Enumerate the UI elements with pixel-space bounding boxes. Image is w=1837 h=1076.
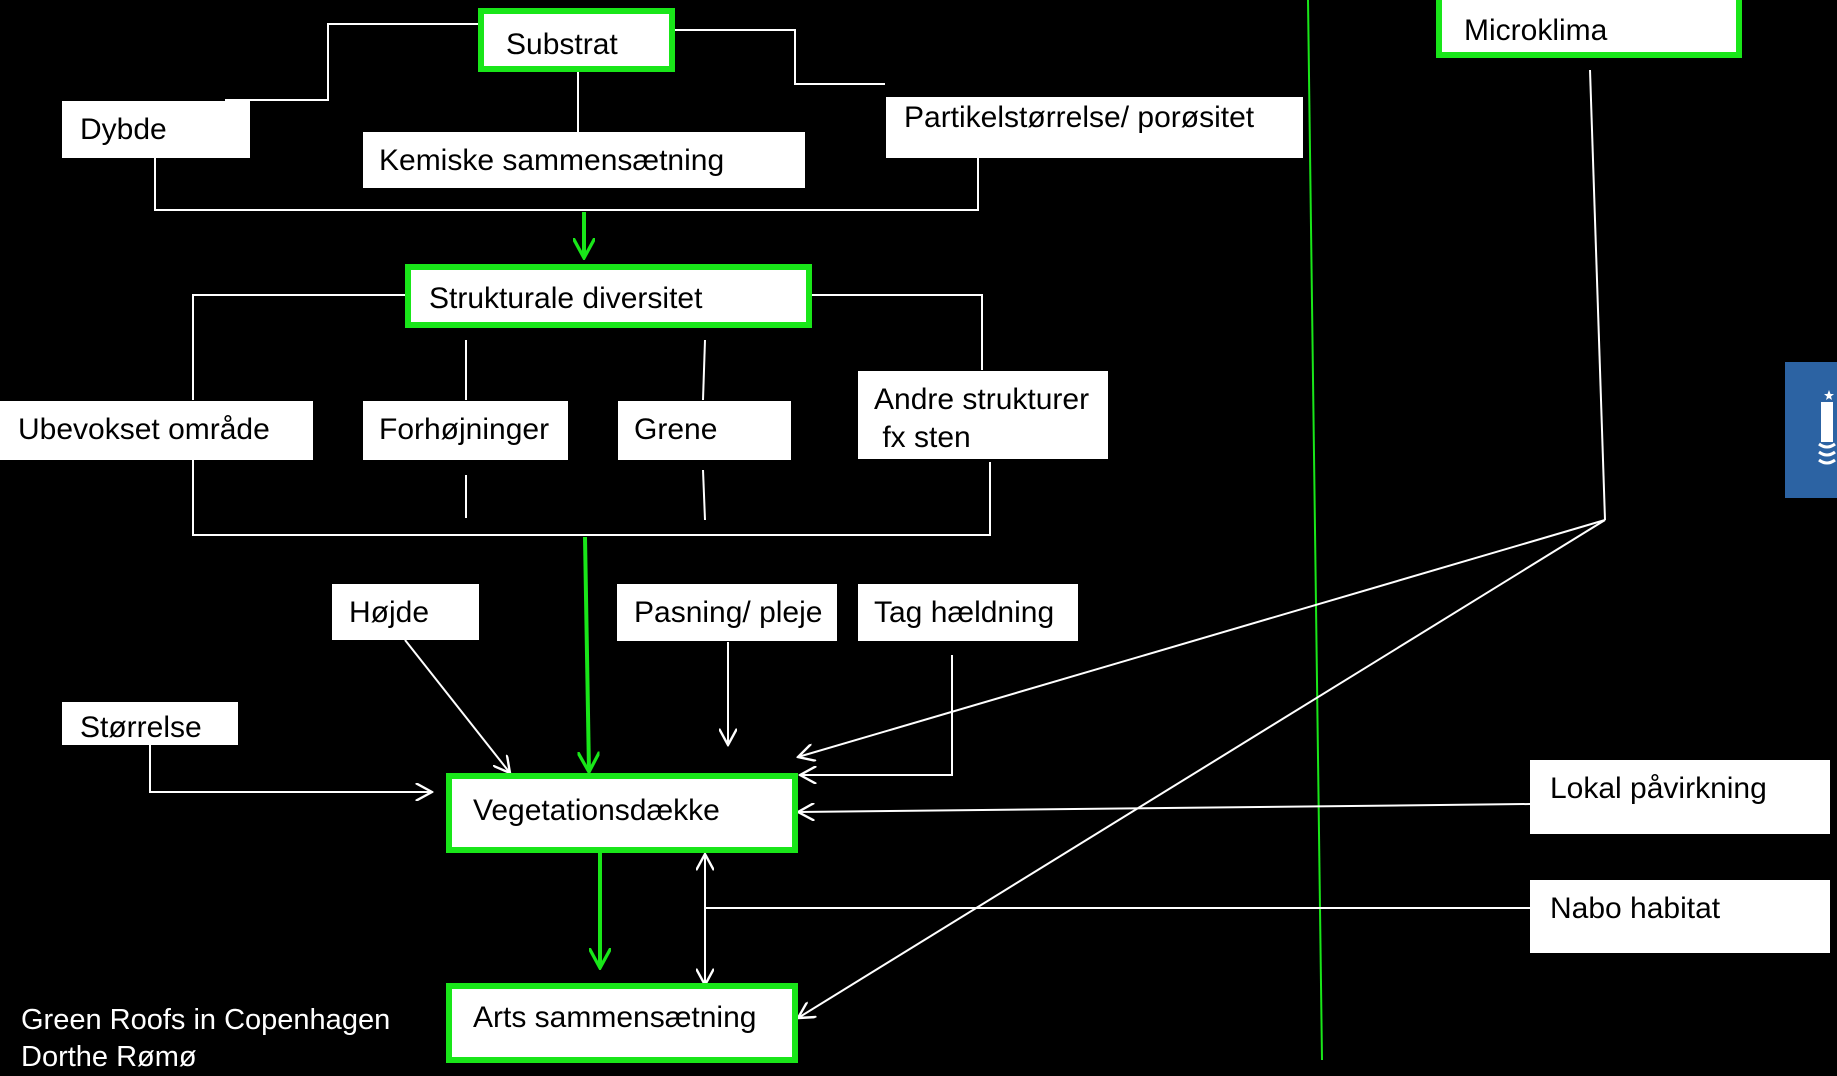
struktur-branches [192, 294, 991, 536]
microklima-line [1589, 69, 1606, 521]
footer-author: Dorthe Rømø [21, 1041, 197, 1073]
arts-node: Arts sammensætning [446, 983, 798, 1063]
hojde-node: Højde [332, 584, 479, 640]
tag-label: Tag hældning [874, 596, 1055, 629]
kemiske-node: Kemiske sammensætning [363, 132, 805, 188]
forhojninger-label: Forhøjninger [379, 413, 550, 446]
partikel-node: Partikelstørrelse/ porøsitet [886, 97, 1303, 158]
logo-graphic [1818, 390, 1836, 465]
tag-haeldning-node: Tag hældning [858, 584, 1078, 641]
substrat-branches [154, 23, 979, 211]
andre-label-line1: Andre strukturer [874, 383, 1090, 416]
storrelse-label: Størrelse [80, 711, 202, 744]
nabo-label: Nabo habitat [1550, 892, 1721, 925]
ubevokset-node: Ubevokset område [0, 401, 313, 460]
strukturale-node: Strukturale diversitet [405, 264, 812, 328]
microklima-node: Microklima [1436, 0, 1742, 58]
microklima-label: Microklima [1464, 14, 1608, 47]
vegetation-label: Vegetationsdække [473, 794, 720, 827]
arrow-lokal [798, 804, 1531, 812]
pasning-node: Pasning/ pleje [617, 584, 837, 641]
storrelse-node: Størrelse [62, 702, 238, 745]
arts-label: Arts sammensætning [473, 1001, 757, 1034]
vegetation-node: Vegetationsdække [446, 773, 798, 853]
divider-line [1307, 0, 1323, 1060]
substrat-node: Substrat [478, 8, 675, 72]
arrow-storrelse [149, 745, 432, 792]
university-logo-icon [1785, 362, 1837, 498]
andre-strukturer-node: Andre strukturer fx sten [858, 371, 1108, 459]
hojde-label: Højde [349, 596, 430, 629]
kemiske-label: Kemiske sammensætning [379, 144, 725, 177]
grene-node: Grene [618, 401, 791, 460]
lokal-label: Lokal påvirkning [1550, 772, 1767, 805]
strukturale-label: Strukturale diversitet [429, 282, 703, 315]
grene-label: Grene [634, 413, 718, 446]
arrow-struktur-to-vegetation [585, 536, 589, 772]
lokal-paavirkning-node: Lokal påvirkning [1530, 760, 1830, 834]
andre-label-line2: fx sten [874, 421, 971, 454]
partikel-label: Partikelstørrelse/ porøsitet [904, 101, 1255, 134]
arrow-hojde [404, 639, 510, 773]
dybde-node: Dybde [62, 101, 250, 158]
substrat-label: Substrat [506, 28, 618, 61]
footer-title: Green Roofs in Copenhagen [21, 1004, 391, 1036]
pasning-label: Pasning/ pleje [634, 596, 823, 629]
nabo-habitat-node: Nabo habitat [1530, 880, 1830, 953]
dybde-label: Dybde [80, 113, 167, 146]
ubevokset-label: Ubevokset område [18, 413, 270, 446]
arrow-microklima-vegetation [798, 519, 1606, 757]
arrow-microklima-arts [798, 519, 1606, 1018]
arrow-tag [800, 655, 953, 775]
forhojninger-node: Forhøjninger [363, 401, 568, 460]
